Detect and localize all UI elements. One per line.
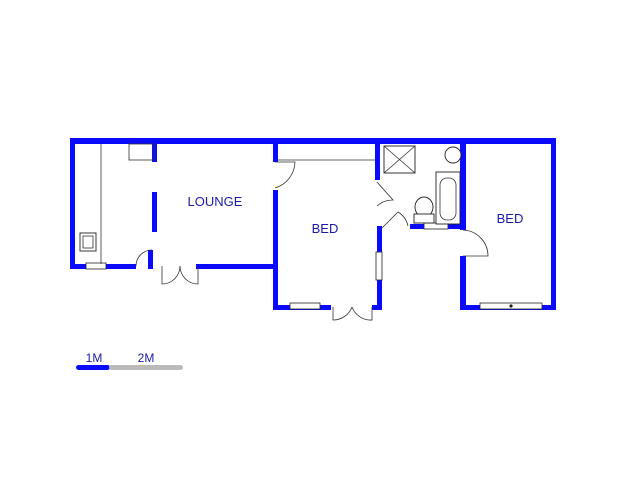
door-lounge-right [179, 265, 199, 285]
fixtures [79, 145, 462, 252]
door-kitchen [135, 249, 153, 267]
bathtub-inner [439, 177, 457, 221]
door-bed1-bottom-left [332, 306, 353, 321]
door-shower [376, 181, 394, 207]
scale-bar-blue [76, 365, 110, 370]
wall-top [70, 138, 556, 144]
basin [444, 146, 462, 164]
kitchen-cupboard [128, 143, 155, 161]
wall-bottom-lounge [196, 264, 278, 269]
scale-label-1m: 1M [86, 351, 103, 365]
room-label-lounge: LOUNGE [188, 194, 243, 209]
wall-bed2-right [551, 138, 556, 310]
scale-label-2m: 2M [138, 351, 155, 365]
kitchen-sink-basin [82, 235, 94, 249]
window-kitchen [85, 262, 107, 270]
wall-partition-kitchen [152, 138, 157, 162]
toilet-cistern [413, 213, 435, 224]
doors [135, 161, 489, 321]
room-label-bed2: BED [497, 211, 524, 226]
wall-bath-bed2 [460, 138, 466, 230]
scale-bar-gray [109, 365, 183, 370]
window-bed2-dot [509, 304, 513, 308]
scale-bar: 1M 2M [76, 351, 183, 370]
window-bed1-bottom [289, 302, 321, 310]
interior-lines [100, 143, 375, 264]
wall-stub-door [148, 250, 153, 269]
wall-partition-kitchen-2 [152, 192, 157, 232]
door-bed2 [462, 229, 489, 257]
door-bath [381, 211, 409, 229]
shower-diag-2 [383, 145, 416, 174]
door-lounge-left [161, 265, 181, 285]
windows [85, 222, 543, 310]
wall-partition-lounge-bed-2 [273, 190, 278, 310]
wall-left [70, 138, 75, 269]
wall-partition-lounge-bed [273, 138, 278, 162]
kitchen-sink [79, 232, 97, 252]
room-label-bed1: BED [312, 221, 339, 236]
door-bed1 [274, 161, 296, 189]
wall-bed1-right-upper [375, 138, 380, 180]
window-bed1-side [375, 251, 383, 281]
wall-bed2-left-lower [460, 256, 466, 310]
door-bed1-bottom-right [351, 306, 373, 321]
